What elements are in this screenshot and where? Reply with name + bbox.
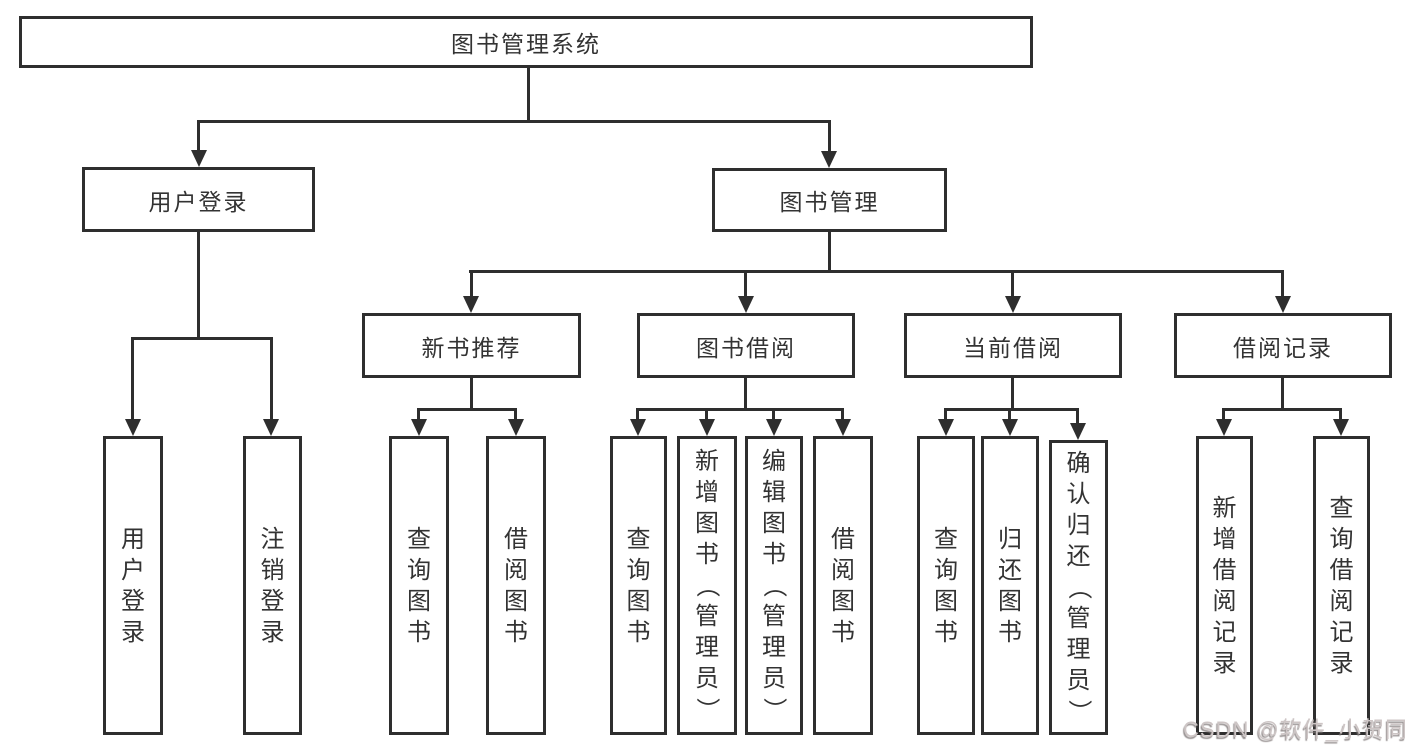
node-label: 借阅图书: [504, 525, 528, 646]
node-label: 查询图书: [626, 525, 651, 646]
arrow-down-icon: [411, 419, 427, 436]
connector-line: [1011, 378, 1014, 410]
node-label: 图书借阅: [696, 334, 796, 361]
connector-line: [527, 68, 530, 122]
arrow-down-icon: [1275, 296, 1291, 313]
leaf-br-add-record: 新增借阅记录: [1196, 436, 1253, 735]
arrow-down-icon: [1005, 296, 1021, 313]
connector-line: [828, 120, 831, 153]
connector-line: [772, 408, 775, 421]
node-user-login: 用户登录: [82, 167, 315, 232]
leaf-logout: 注销登录: [243, 436, 302, 735]
node-label: 图书管理系统: [451, 31, 601, 57]
arrow-down-icon: [835, 419, 851, 436]
connector-line: [132, 337, 273, 340]
connector-line: [1076, 408, 1079, 425]
connector-line: [1008, 408, 1011, 421]
node-book-management: 图书管理: [712, 168, 947, 232]
connector-line: [197, 120, 200, 152]
node-current-borrowing: 当前借阅: [904, 313, 1122, 378]
arrow-down-icon: [630, 419, 646, 436]
arrow-down-icon: [1070, 423, 1086, 440]
connector-line: [417, 408, 420, 421]
arrow-down-icon: [263, 419, 279, 436]
connector-line: [514, 408, 517, 421]
leaf-bb-borrow-books: 借阅图书: [813, 436, 873, 735]
connector-line: [198, 120, 831, 123]
connector-line: [1011, 270, 1014, 298]
leaf-bb-add-books-admin: 新增图书（管理员）: [677, 436, 737, 735]
arrow-down-icon: [1216, 419, 1232, 436]
connector-line: [1222, 408, 1225, 421]
connector-line: [470, 270, 473, 298]
connector-line: [841, 408, 844, 421]
node-label: 新书推荐: [421, 334, 522, 361]
csdn-watermark: CSDN @软件_小贺同学: [1183, 717, 1405, 742]
node-book-borrowing: 图书借阅: [637, 313, 855, 378]
connector-line: [197, 232, 200, 339]
connector-line: [469, 270, 1284, 273]
node-label: 编辑图书（管理员）: [760, 448, 788, 722]
arrow-down-icon: [1002, 419, 1018, 436]
connector-line: [1339, 408, 1342, 421]
connector-line: [270, 337, 273, 421]
connector-line: [636, 408, 639, 421]
connector-line: [1222, 408, 1342, 411]
arrow-down-icon: [938, 419, 954, 436]
arrow-down-icon: [1333, 419, 1349, 436]
node-label: 注销登录: [260, 525, 285, 646]
arrow-down-icon: [191, 150, 207, 167]
node-label: 查询图书: [407, 525, 431, 646]
arrow-down-icon: [125, 419, 141, 436]
leaf-user-login: 用户登录: [103, 436, 163, 735]
arrow-down-icon: [821, 151, 837, 168]
node-borrowing-records: 借阅记录: [1174, 313, 1392, 378]
connector-line: [744, 270, 747, 298]
leaf-bb-edit-books-admin: 编辑图书（管理员）: [745, 436, 803, 735]
arrow-down-icon: [738, 296, 754, 313]
leaf-nbr-query-books: 查询图书: [389, 436, 449, 735]
connector-line: [828, 232, 831, 272]
node-label: 借阅记录: [1233, 334, 1333, 361]
arrow-down-icon: [508, 419, 524, 436]
connector-line: [470, 378, 473, 410]
node-label: 查询借阅记录: [1329, 494, 1354, 677]
node-label: 当前借阅: [963, 334, 1063, 361]
arrow-down-icon: [766, 419, 782, 436]
leaf-cb-confirm-return-admin: 确认归还（管理员）: [1049, 440, 1108, 735]
connector-line: [637, 408, 844, 411]
arrow-down-icon: [463, 296, 479, 313]
node-label: 确认归还（管理员）: [1065, 450, 1092, 724]
node-library-management-system: 图书管理系统: [19, 16, 1033, 68]
node-label: 用户登录: [121, 525, 145, 646]
arrow-down-icon: [699, 419, 715, 436]
node-new-book-recommend: 新书推荐: [362, 313, 581, 378]
leaf-cb-query-books: 查询图书: [917, 436, 975, 735]
connector-line: [744, 378, 747, 410]
connector-line: [417, 408, 517, 411]
connector-line: [705, 408, 708, 421]
connector-line: [131, 337, 134, 421]
connector-line: [1281, 270, 1284, 298]
connector-line: [944, 408, 1079, 411]
connector-line: [944, 408, 947, 421]
leaf-nbr-borrow-books: 借阅图书: [486, 436, 546, 735]
node-label: 归还图书: [998, 525, 1022, 646]
node-label: 用户登录: [148, 188, 249, 215]
node-label: 新增图书（管理员）: [693, 448, 721, 722]
node-label: 查询图书: [934, 525, 958, 646]
node-label: 新增借阅记录: [1212, 494, 1237, 677]
leaf-br-query-record: 查询借阅记录: [1313, 436, 1370, 735]
leaf-bb-query-books: 查询图书: [610, 436, 667, 735]
node-label: 借阅图书: [831, 525, 855, 646]
node-label: 图书管理: [779, 189, 880, 215]
connector-line: [1281, 378, 1284, 410]
leaf-cb-return-books: 归还图书: [981, 436, 1039, 735]
